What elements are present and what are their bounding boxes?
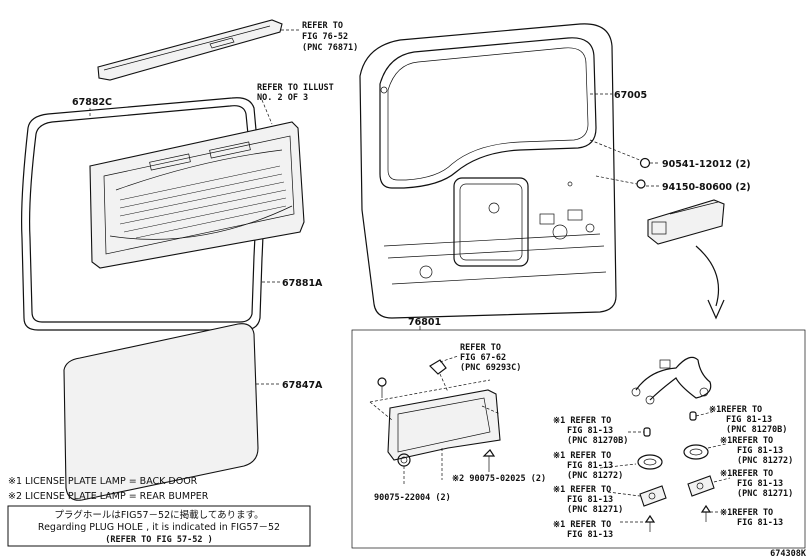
ref-lamp-81271-left: ※1 REFER TO FIG 81-13 (PNC 81271) [553,485,623,515]
svg-text:※1 REFER TO: ※1 REFER TO [553,485,611,495]
svg-text:FIG 81-13: FIG 81-13 [567,461,613,471]
plug-90075-22004 [397,453,411,486]
svg-text:(PNC 69293C): (PNC 69293C) [460,363,521,373]
back-door-panel-67005 [359,23,617,319]
part-67881a: 67881A [282,278,323,289]
leader-socket-left [599,463,637,469]
svg-text:REFER TO: REFER TO [302,21,343,31]
notice-en: Regarding PLUG HOLE , it is indicated in… [38,522,280,533]
leader-socket-right [707,443,727,449]
part-76801: 76801 [408,317,441,328]
diagram-id: 674308K [770,549,807,559]
svg-text:(PNC 81270B): (PNC 81270B) [726,425,787,435]
part-67847a: 67847A [282,380,323,391]
svg-text:FIG 81-13: FIG 81-13 [567,426,613,436]
leader-illust [261,99,273,125]
svg-text:FIG 81-13: FIG 81-13 [737,446,783,456]
part-67005: 67005 [614,90,647,101]
ref-fig-76-52: REFER TO FIG 76-52 (PNC 76871) [302,21,358,53]
svg-text:(PNC 81271): (PNC 81271) [737,489,793,499]
svg-text:FIG 76-52: FIG 76-52 [302,32,348,42]
notice-box [7,505,311,547]
notice-jp: プラグホールはFIG57－52に掲載してあります。 [54,509,263,521]
detail-box-76801 [351,329,806,549]
plug-94150 [595,175,660,189]
svg-text:FIG 81-13: FIG 81-13 [726,415,772,425]
wire-harness [631,356,712,405]
trim-board-67847a [63,323,259,501]
legend-line-1: ※1 LICENSE PLATE LAMP = BACK DOOR [8,476,198,487]
svg-text:FIG 81-13: FIG 81-13 [737,518,783,528]
ref-lamp-81272-left: ※1 REFER TO FIG 81-13 (PNC 81272) [553,451,623,481]
license-plate-garnish [369,379,501,480]
svg-text:FIG 81-13: FIG 81-13 [567,495,613,505]
ref-lamp-last-right: ※1REFER TO FIG 81-13 [720,508,783,528]
door-trim-board [89,121,305,269]
screw-90075-02025 [482,449,496,472]
screw-right [700,504,712,522]
svg-text:(PNC 81272): (PNC 81272) [737,456,793,466]
plug-90541 [589,139,660,169]
svg-text:(PNC 76871): (PNC 76871) [302,43,358,53]
part-90541: 90541-12012 (2) [662,159,751,170]
svg-text:(PNC 81272): (PNC 81272) [567,471,623,481]
part-90075-02025: ※2 90075-02025 (2) [452,474,546,484]
svg-text:※1 REFER TO: ※1 REFER TO [553,451,611,461]
lamp-bracket [647,199,725,245]
socket-left [637,454,663,470]
svg-text:※1REFER TO: ※1REFER TO [709,405,762,415]
svg-text:FIG 81-13: FIG 81-13 [567,530,613,540]
bulb-left [628,427,651,437]
arrow-to-detail [695,245,725,320]
ref-illust-2-of-3: REFER TO ILLUST NO. 2 OF 3 [257,83,334,103]
lens-right [687,475,715,497]
screw-top [377,377,387,398]
part-94150: 94150-80600 (2) [662,182,751,193]
ref-lamp-81270b-right: ※1REFER TO FIG 81-13 (PNC 81270B) [709,405,787,435]
legend-line-2: ※2 LICENSE PLATE LAMP = REAR BUMPER [8,491,209,502]
svg-text:※1REFER TO: ※1REFER TO [720,469,773,479]
part-90075-22004: 90075-22004 (2) [374,493,451,503]
svg-text:※1 REFER TO: ※1 REFER TO [553,416,611,426]
ref-lamp-81272-right: ※1REFER TO FIG 81-13 (PNC 81272) [720,436,793,466]
leader-lens-right [713,477,731,483]
svg-text:FIG 81-13: FIG 81-13 [737,479,783,489]
svg-text:※1 REFER TO: ※1 REFER TO [553,520,611,530]
clip-69293c [429,359,449,393]
notice-ref: (REFER TO FIG 57-52 ) [105,535,212,545]
lens-left [639,485,667,507]
leader-67-62 [439,355,459,363]
svg-text:REFER TO ILLUST: REFER TO ILLUST [257,83,334,93]
ref-fig-67-62: REFER TO FIG 67-62 (PNC 69293C) [460,343,521,373]
ref-lamp-81271-right: ※1REFER TO FIG 81-13 (PNC 81271) [720,469,793,499]
screw-left [644,514,656,532]
leader-lens-left [607,491,641,497]
part-67882c: 67882C [72,97,112,108]
svg-text:NO. 2 OF 3: NO. 2 OF 3 [257,93,308,103]
weatherstrip-67882c [21,97,264,331]
svg-text:※1REFER TO: ※1REFER TO [720,436,773,446]
ref-lamp-last-left: ※1 REFER TO FIG 81-13 [553,520,613,540]
bulb-right [689,411,713,421]
svg-text:※1REFER TO: ※1REFER TO [720,508,773,518]
ref-lamp-81270b-left: ※1 REFER TO FIG 81-13 (PNC 81270B) [553,416,628,446]
svg-text:(PNC 81270B): (PNC 81270B) [567,436,628,446]
svg-text:(PNC 81271): (PNC 81271) [567,505,623,515]
svg-text:FIG 67-62: FIG 67-62 [460,353,506,363]
svg-text:REFER TO: REFER TO [460,343,501,353]
spoiler-garnish [97,19,283,81]
socket-right [683,444,709,460]
